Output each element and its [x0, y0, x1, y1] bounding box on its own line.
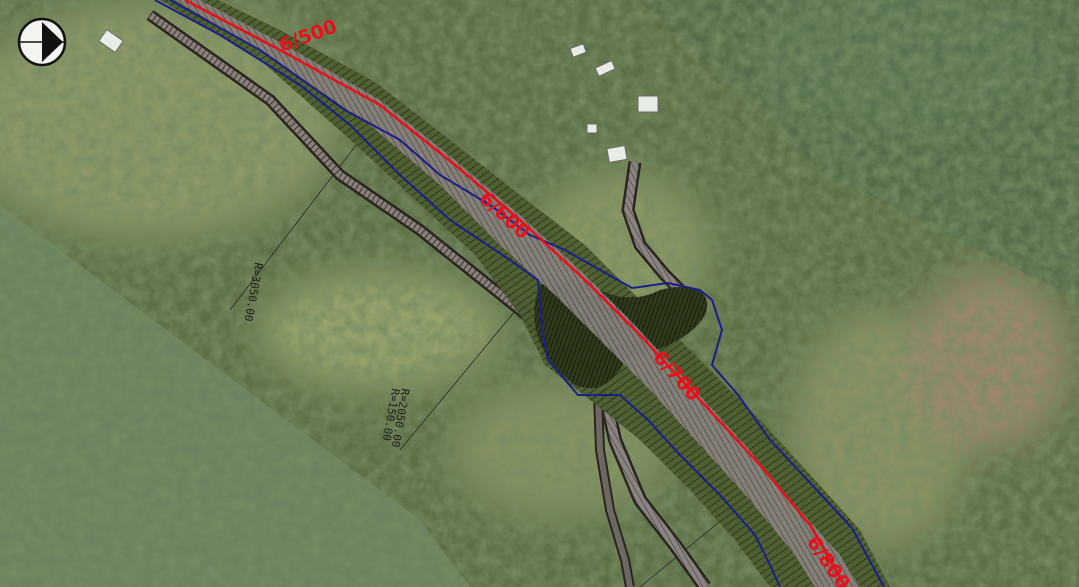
design-boundary [154, 0, 781, 587]
north-arrow-icon [17, 17, 67, 67]
road-pavement [175, 0, 860, 587]
buildings [98, 28, 659, 164]
building [637, 95, 659, 113]
building [586, 123, 598, 134]
building [606, 144, 628, 164]
design-boundary [169, 0, 885, 587]
building [98, 28, 124, 54]
main-road [154, 0, 890, 587]
building [569, 43, 587, 58]
road-centerline [184, 0, 847, 587]
access-road-south [593, 393, 711, 587]
building [594, 59, 616, 77]
